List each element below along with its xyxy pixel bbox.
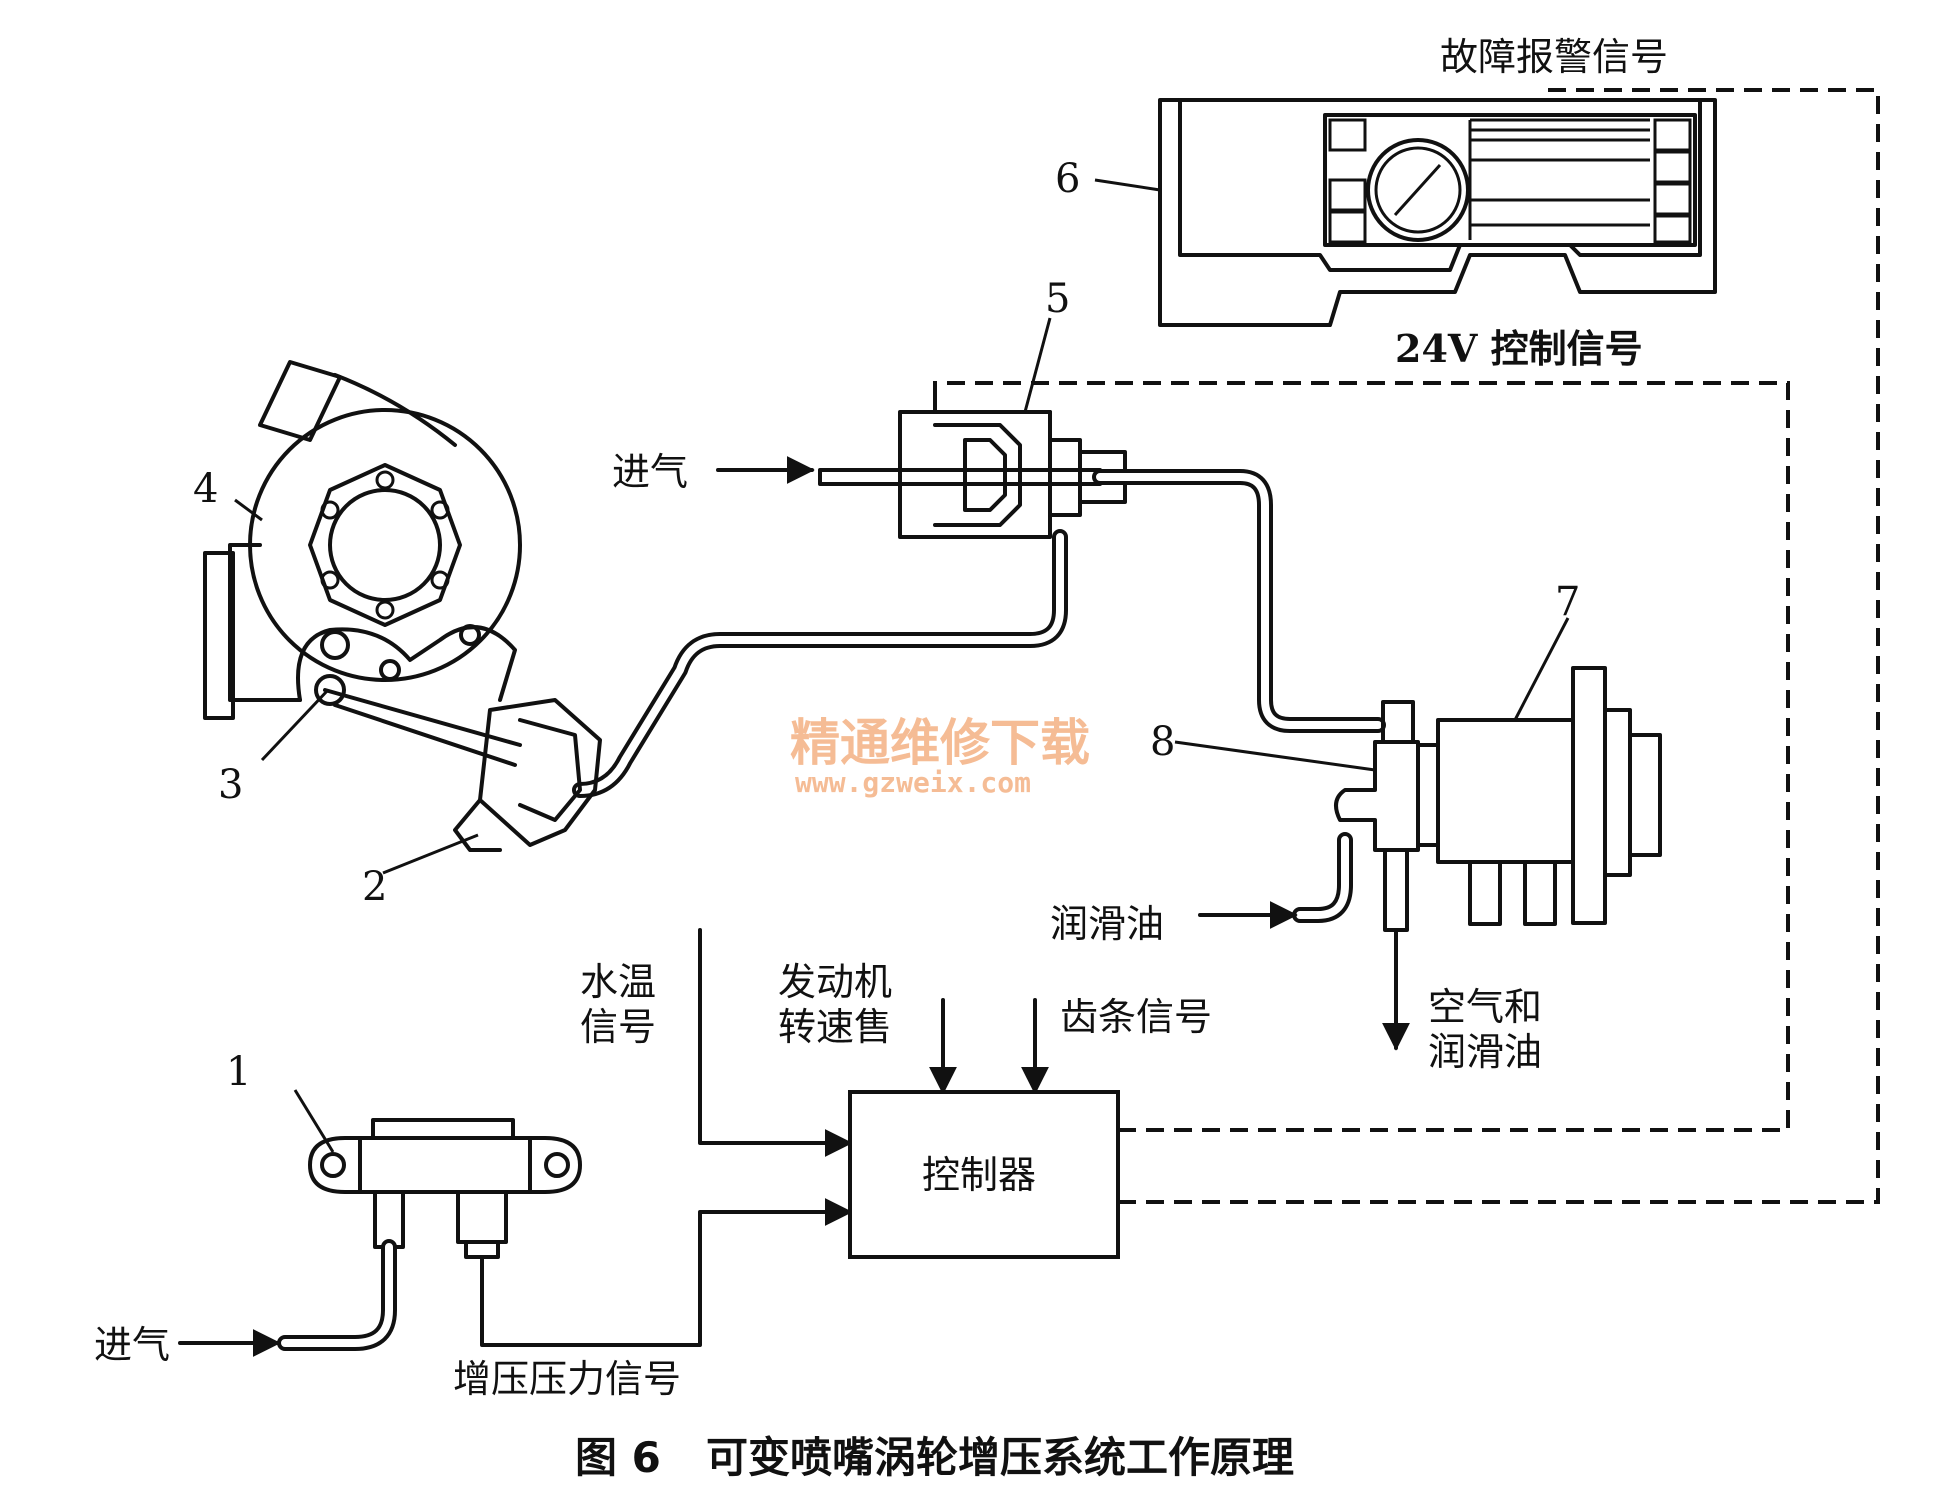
number-8: 8 [1150,719,1175,765]
watermark-url: www.gzweix.com [795,766,1031,799]
figure-title: 可变喷嘴涡轮增压系统工作原理 [706,1433,1294,1482]
number-7: 7 [1555,579,1580,625]
number-1: 1 [226,1049,251,1095]
label-lube-oil: 润滑油 [1050,902,1164,946]
watermark-text: 精通维修下载 [790,714,1090,772]
number-4: 4 [193,466,218,512]
label-rack-signal: 齿条信号 [1060,995,1212,1039]
label-boost-pressure: 增压压力信号 [453,1357,681,1401]
pressure-sensor-1 [308,1118,582,1259]
oil-pump-7 [1416,666,1662,926]
label-intake-bottom: 进气 [94,1323,170,1367]
label-air-oil-2: 润滑油 [1428,1030,1542,1074]
label-engine-speed-1: 发动机 [778,960,892,1004]
label-engine-speed-2: 转速售 [778,1005,892,1049]
turbo-actuator-2 [323,688,602,852]
label-air-oil-1: 空气和 [1428,985,1542,1029]
instrument-panel-6 [1158,98,1717,327]
label-intake-top: 进气 [612,450,688,494]
actuator-valve-5 [898,393,1127,539]
turbocharger-4 [203,360,522,720]
number-3: 3 [218,762,243,808]
number-2: 2 [362,864,387,910]
label-water-temp-2: 信号 [580,1005,656,1049]
figure-number: 图 6 [575,1433,661,1482]
label-controller: 控制器 [922,1153,1036,1197]
label-water-temp-1: 水温 [580,960,656,1004]
label-fault-alarm: 故障报警信号 [1440,35,1668,79]
label-24v-control: 24V 控制信号 [1395,326,1643,371]
number-5: 5 [1045,276,1070,322]
number-6: 6 [1055,156,1080,202]
controller-box [848,1090,1120,1259]
